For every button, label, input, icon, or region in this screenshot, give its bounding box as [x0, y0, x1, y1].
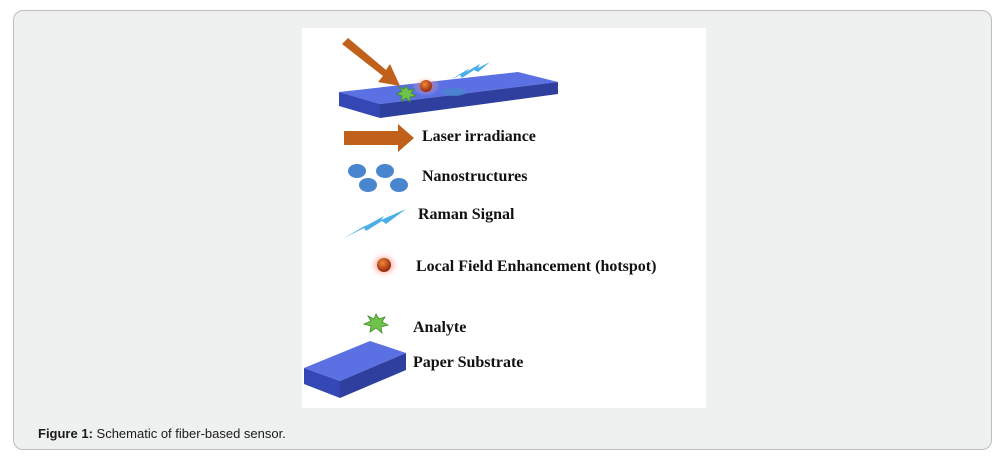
scene-nanostructure: [442, 88, 466, 96]
scene-substrate: [339, 72, 558, 118]
scene-analyte: [396, 85, 418, 103]
legend-label-hotspot: Local Field Enhancement (hotspot): [416, 258, 657, 275]
scene-hotspot: [420, 80, 432, 92]
legend-label-nanostructures: Nanostructures: [422, 168, 528, 185]
laser-arrow-icon: [344, 124, 414, 152]
scene-raman-signal: [450, 62, 490, 80]
hotspot-icon: [368, 251, 400, 279]
paper-substrate-icon: [304, 341, 406, 398]
figure-caption: Figure 1: Schematic of fiber-based senso…: [38, 426, 286, 441]
caption-label: Figure 1:: [38, 426, 93, 441]
scene-laser-arrow: [342, 38, 400, 86]
raman-signal-icon: [344, 209, 406, 238]
legend-label-substrate: Paper Substrate: [413, 354, 524, 371]
legend-label-raman: Raman Signal: [418, 206, 515, 223]
caption-text: Schematic of fiber-based sensor.: [92, 426, 286, 441]
analyte-icon: [362, 313, 390, 334]
sensor-schematic: Laser irradiance Nanostructures Raman Si…: [302, 28, 706, 408]
nanostructures-icon: [348, 164, 408, 192]
legend-label-laser: Laser irradiance: [422, 128, 536, 145]
legend-label-analyte: Analyte: [413, 319, 467, 336]
schematic-svg: [304, 38, 558, 398]
